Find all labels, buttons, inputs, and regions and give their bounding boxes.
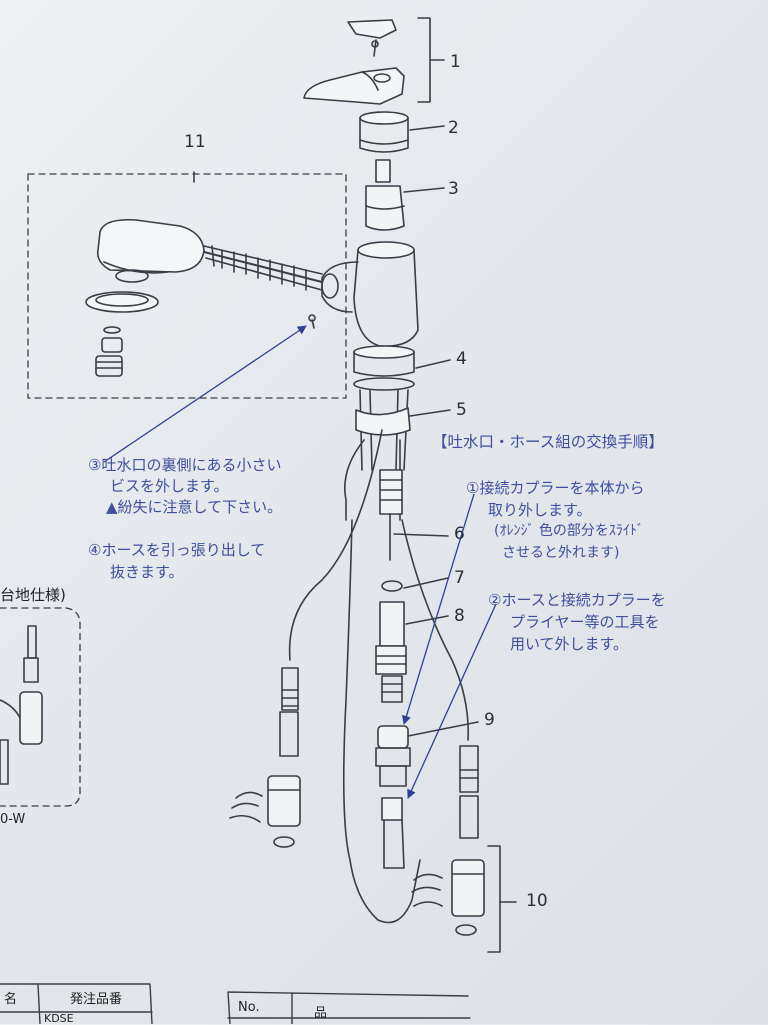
side-panel-title: 台地仕様) bbox=[0, 586, 66, 604]
table-header-item: 品 bbox=[314, 1006, 328, 1021]
connector-part bbox=[375, 601, 449, 703]
lever-handle-part bbox=[303, 17, 445, 105]
part-number-10: 10 bbox=[526, 891, 548, 911]
step-3-line-3: ▲紛失に注意して下さい。 bbox=[106, 498, 283, 516]
step-2-line-1: ②ホースと接続カプラーを bbox=[488, 591, 666, 609]
arrow-step3 bbox=[103, 325, 307, 463]
table-header-order-number: 発注品番 bbox=[70, 992, 123, 1007]
spray-head-group bbox=[27, 171, 347, 399]
side-panel-frame bbox=[0, 607, 81, 807]
part-number-8: 8 bbox=[454, 606, 465, 626]
faucet-body bbox=[321, 241, 419, 347]
part-number-7: 7 bbox=[454, 568, 465, 588]
step-1-line-1: ①接続カプラーを本体から bbox=[466, 479, 645, 497]
part-number-6: 6 bbox=[454, 524, 465, 544]
part-number-4: 4 bbox=[456, 349, 467, 369]
step-3-line-1: ③吐水口の裏側にある小さい bbox=[88, 456, 282, 474]
nut-part bbox=[359, 111, 445, 153]
step-1-line-2: 取り外します。 bbox=[488, 501, 592, 519]
part-number-5: 5 bbox=[456, 400, 467, 420]
side-panel-model: 0-W bbox=[0, 812, 26, 827]
part-number-2: 2 bbox=[448, 118, 459, 138]
step-1-line-3: (ｵﾚﾝｼﾞ 色の部分をｽﾗｲﾄﾞ bbox=[494, 523, 644, 539]
step-2-line-2: プライヤー等の工具を bbox=[510, 613, 660, 631]
coupler-part bbox=[375, 721, 479, 869]
arrow-step1 bbox=[402, 493, 475, 725]
part-number-9: 9 bbox=[484, 710, 495, 730]
part-number-11: 11 bbox=[184, 132, 206, 152]
right-supply-fittings bbox=[411, 745, 517, 953]
part-number-1: 1 bbox=[450, 52, 461, 72]
step-2-line-3: 用いて外します。 bbox=[510, 635, 629, 653]
left-supply-fittings bbox=[229, 667, 301, 848]
base-mount-parts bbox=[288, 345, 469, 924]
step-3-line-2: ビスを外します。 bbox=[110, 477, 229, 495]
cartridge-part bbox=[365, 159, 445, 231]
arrow-step2 bbox=[407, 603, 497, 799]
table-cell-order-value: KDSE bbox=[44, 1012, 74, 1025]
step-4-line-2: 抜きます。 bbox=[110, 563, 184, 581]
part-number-3: 3 bbox=[448, 179, 459, 199]
step-1-line-4: させると外れます) bbox=[502, 545, 620, 561]
procedure-title: 【吐水口・ホース組の交換手順】 bbox=[432, 433, 664, 451]
table-header-no: No. bbox=[238, 1000, 260, 1015]
table-header-name: 名 bbox=[4, 992, 18, 1007]
step-4-line-1: ④ホースを引っ張り出して bbox=[88, 541, 266, 559]
o-ring-part bbox=[381, 577, 449, 592]
parts-table-lines bbox=[0, 983, 471, 1024]
